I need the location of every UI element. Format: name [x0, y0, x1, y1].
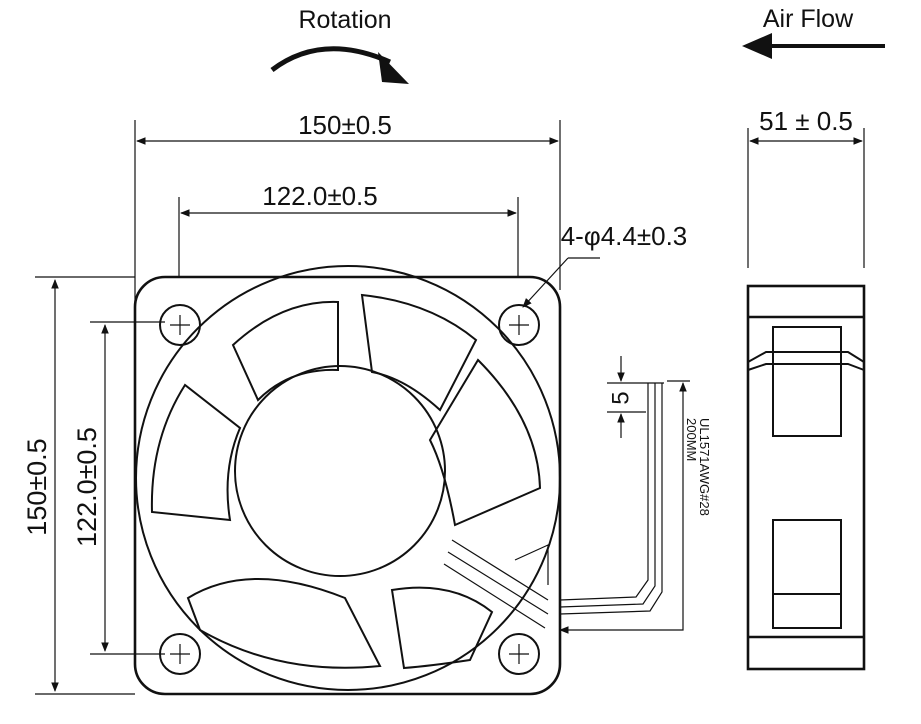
- wire-length-dimension: [559, 380, 690, 634]
- hole-width-label: 122.0±0.5: [262, 181, 377, 211]
- mount-hole-top-right: [498, 304, 540, 346]
- wire-length-label: 200MM: [684, 418, 699, 461]
- depth-dimension: [747, 128, 865, 268]
- outer-height-dimension: [35, 276, 135, 695]
- mount-hole-top-left: [159, 304, 201, 346]
- hole-width-dimension: [178, 197, 519, 278]
- rotation-arrow: [270, 46, 409, 84]
- mount-hole-bottom-left: [159, 633, 201, 675]
- fan-side-view: [746, 284, 866, 671]
- wire-spec-label: UL1571AWG#28: [697, 418, 712, 516]
- depth-label: 51 ± 0.5: [759, 106, 853, 136]
- mount-hole-bottom-right: [498, 633, 540, 675]
- hole-height-dimension: [90, 321, 165, 655]
- wire-gap-dimension: [607, 356, 646, 438]
- air-flow-label: Air Flow: [763, 5, 854, 33]
- mount-hole-label: 4-φ4.4±0.3: [561, 221, 688, 251]
- fan-front-view: [133, 265, 562, 696]
- wire-gap-label: 5: [607, 391, 634, 404]
- air-flow-arrow: [742, 33, 885, 59]
- lead-wires: [559, 382, 664, 615]
- rotation-label: Rotation: [298, 6, 391, 34]
- outer-height-label: 150±0.5: [22, 438, 52, 535]
- outer-width-label: 150±0.5: [298, 110, 392, 140]
- mount-hole-leader: [522, 257, 600, 308]
- outer-width-dimension: [134, 120, 561, 325]
- hole-height-label: 122.0±0.5: [72, 427, 102, 547]
